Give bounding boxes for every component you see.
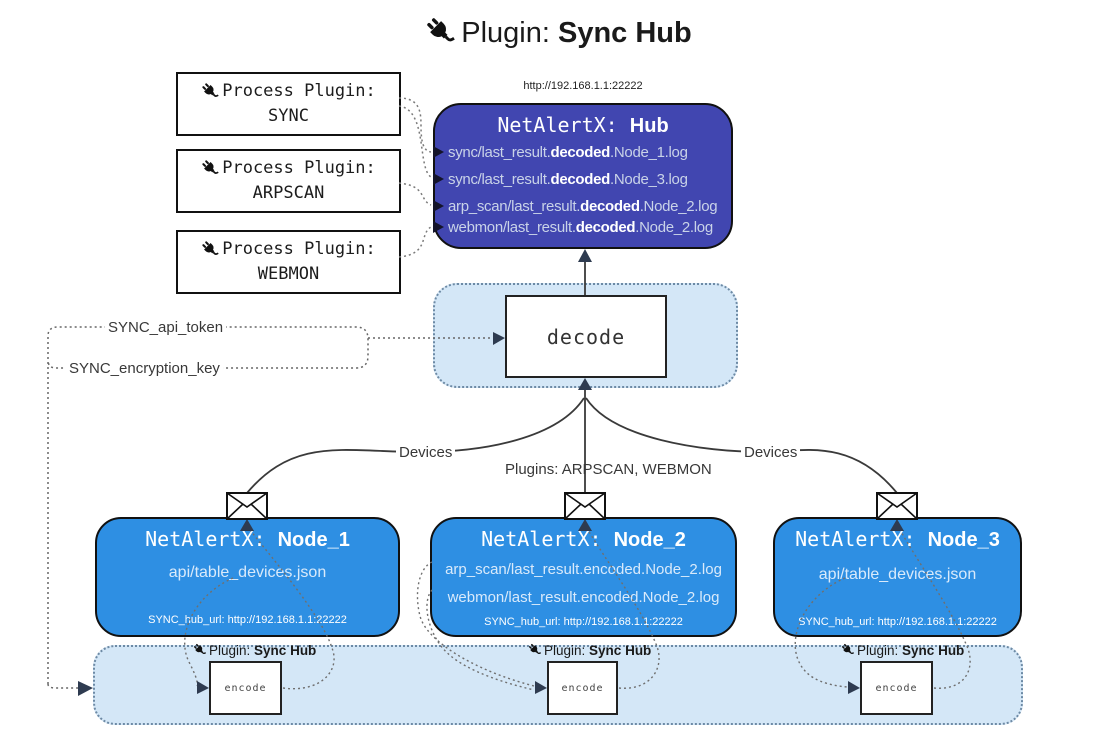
hub-title-prefix: NetAlertX:: [497, 113, 618, 137]
sync-api-token-label: SYNC_api_token: [105, 319, 227, 336]
node-3-title: NetAlertX: Node_3: [795, 527, 1000, 551]
node-2-file: arp_scan/last_result.encoded.Node_2.log: [445, 561, 722, 578]
process-plugin-label: Process Plugin:: [222, 238, 376, 259]
node-1-title: NetAlertX: Node_1: [145, 527, 350, 551]
hub-log-line: arp_scan/last_result.decoded.Node_2.log: [448, 198, 718, 215]
hub-log-line: sync/last_result.decoded.Node_3.log: [448, 171, 688, 188]
node-1-hub-url: SYNC_hub_url: http://192.168.1.1:22222: [148, 614, 347, 626]
sync-encryption-key-label: SYNC_encryption_key: [66, 360, 223, 377]
devices-right-label: Devices: [741, 444, 801, 461]
band-plugin-label: Plugin: Sync Hub: [193, 643, 316, 658]
encode-box: encode: [860, 661, 933, 715]
plug-icon: [528, 643, 542, 655]
title-prefix: Plugin:: [461, 17, 550, 49]
decode-box: decode: [505, 295, 667, 378]
node-3-file: api/table_devices.json: [818, 566, 977, 583]
envelope-icon: [564, 492, 606, 520]
process-plugin-box-sync: Process Plugin: SYNC: [176, 72, 401, 136]
process-plugin-box-arpscan: Process Plugin: ARPSCAN: [176, 149, 401, 213]
plug-icon: [193, 643, 207, 655]
hub-url: http://192.168.1.1:22222: [523, 80, 643, 92]
encode-box: encode: [547, 661, 618, 715]
plug-icon: [841, 643, 855, 655]
title-name: Sync Hub: [557, 17, 692, 49]
plug-icon: [427, 18, 456, 42]
process-plugin-label: Process Plugin:: [222, 157, 376, 178]
devices-left-label: Devices: [396, 444, 456, 461]
node-3-hub-url: SYNC_hub_url: http://192.168.1.1:22222: [798, 616, 997, 628]
node-2-title: NetAlertX: Node_2: [481, 527, 686, 551]
envelope-icon: [876, 492, 918, 520]
process-plugin-name: WEBMON: [257, 264, 320, 284]
hub-title-name: Hub: [629, 115, 669, 137]
band-plugin-label: Plugin: Sync Hub: [841, 643, 964, 658]
process-plugin-label: Process Plugin:: [222, 80, 376, 101]
band-plugin-label: Plugin: Sync Hub: [528, 643, 651, 658]
encode-box: encode: [209, 661, 282, 715]
hub-title: NetAlertX: Hub: [433, 113, 733, 138]
node-2-hub-url: SYNC_hub_url: http://192.168.1.1:22222: [484, 616, 683, 628]
node-2-file: webmon/last_result.encoded.Node_2.log: [447, 589, 720, 606]
process-plugin-name: SYNC: [268, 106, 309, 126]
hub-log-line: webmon/last_result.decoded.Node_2.log: [448, 219, 713, 236]
plugins-center-label: Plugins: ARPSCAN, WEBMON: [505, 461, 712, 478]
plugin-to-hub-dotted-lines: [398, 97, 432, 258]
page-title: Plugin: Sync Hub: [0, 16, 1117, 50]
plug-icon: [202, 241, 219, 255]
hub-log-line: sync/last_result.decoded.Node_1.log: [448, 144, 688, 161]
process-plugin-name: ARPSCAN: [252, 183, 325, 203]
hub-box: [433, 103, 733, 249]
plug-icon: [202, 83, 219, 97]
process-plugin-box-webmon: Process Plugin: WEBMON: [176, 230, 401, 294]
envelope-icon: [226, 492, 268, 520]
node-1-file: api/table_devices.json: [168, 564, 327, 581]
plug-icon: [202, 160, 219, 174]
